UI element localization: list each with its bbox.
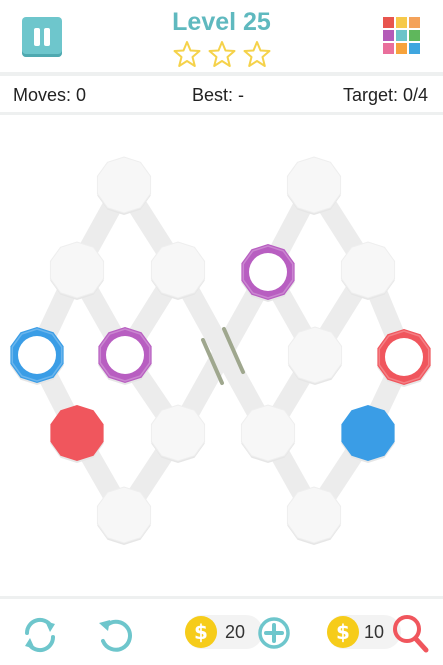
board-node[interactable] (96, 486, 152, 545)
refresh-icon[interactable] (20, 615, 60, 655)
pause-button[interactable] (22, 17, 62, 57)
grid-cell (409, 30, 420, 41)
level-select-button[interactable] (383, 17, 421, 55)
coin-balance-add: $ 20 (185, 615, 263, 649)
divider (0, 112, 443, 115)
footer: $ 20 $ 10 (0, 600, 443, 665)
coin-icon: $ (185, 616, 217, 648)
board-node[interactable] (96, 156, 152, 215)
board-node[interactable] (286, 486, 342, 545)
grid-cell (383, 17, 394, 28)
board-node[interactable] (286, 156, 342, 215)
pause-icon (34, 28, 40, 46)
board-node[interactable] (240, 404, 296, 463)
coin-icon: $ (327, 616, 359, 648)
ring-node-purple[interactable] (98, 327, 152, 385)
target-counter: Target: 0/4 (342, 85, 428, 105)
path-segment (168, 262, 278, 443)
star-rating (173, 41, 271, 67)
grid-cell (396, 17, 407, 28)
magnifier-icon[interactable] (390, 612, 430, 654)
best-score: Best: - (192, 85, 245, 105)
grid-cell (396, 43, 407, 54)
grid-cell (383, 30, 394, 41)
grid-cell (409, 17, 420, 28)
path-network (27, 175, 414, 525)
ball-red[interactable] (50, 405, 104, 463)
ring-node-red[interactable] (377, 329, 431, 387)
star-icon (173, 41, 201, 67)
header: Level 25 (0, 0, 443, 72)
ring-node-purple[interactable] (241, 244, 295, 302)
star-icon (243, 41, 271, 67)
level-title: Level 25 (172, 8, 271, 36)
board-node[interactable] (150, 404, 206, 463)
undo-icon[interactable] (95, 615, 135, 655)
coin-count: 10 (364, 622, 385, 642)
grid-cell (396, 30, 407, 41)
game-board (10, 156, 431, 545)
plus-circle-icon[interactable] (257, 616, 291, 650)
grid-cell (409, 43, 420, 54)
board-node[interactable] (340, 241, 396, 300)
ring-node-blue[interactable] (10, 327, 64, 385)
board-node[interactable] (150, 241, 206, 300)
ball-blue[interactable] (341, 405, 395, 463)
divider (0, 72, 443, 76)
board-node[interactable] (49, 241, 105, 300)
star-icon (208, 41, 236, 67)
coin-count: 20 (225, 622, 246, 642)
divider (0, 596, 443, 599)
stats-bar: Moves: 0 Best: - Target: 0/4 (0, 78, 443, 112)
moves-counter: Moves: 0 (13, 85, 87, 105)
coin-balance-hint: $ 10 (327, 615, 401, 649)
gate-divider (201, 327, 245, 385)
board-node[interactable] (287, 326, 343, 385)
grid-cell (383, 43, 394, 54)
